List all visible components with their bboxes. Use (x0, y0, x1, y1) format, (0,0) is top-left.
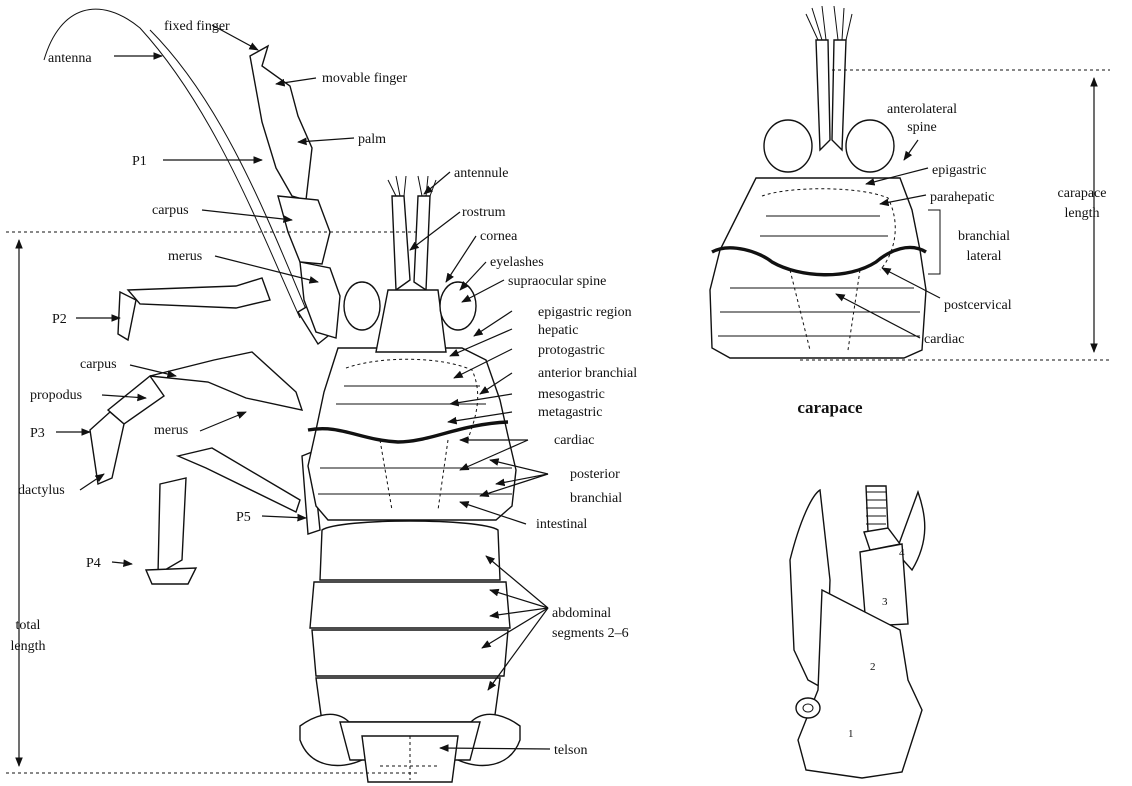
label-mesogastric: mesogastric (538, 387, 605, 402)
label-anterior-branchial: anterior branchial (538, 366, 637, 381)
label-eyelashes: eyelashes (490, 255, 544, 270)
label-metagastric: metagastric (538, 405, 603, 420)
carapace-label-length-1: carapace (1058, 186, 1107, 201)
carapace-drawing (710, 6, 926, 358)
carapace-label-length-2: length (1065, 206, 1100, 221)
carapace-label-postcervical: postcervical (944, 298, 1012, 313)
carapace-label-anterolateral-2: spine (907, 120, 937, 135)
label-merus-p3: merus (154, 423, 188, 438)
label-antennule: antennule (454, 166, 508, 181)
label-abdominal-1: abdominal (552, 606, 611, 621)
label-carpus-p1: carpus (152, 203, 189, 218)
carapace-label-branchial-2: lateral (967, 249, 1002, 264)
antenna-segment-3: 3 (882, 596, 888, 608)
label-p4: P4 (86, 556, 101, 571)
label-palm: palm (358, 132, 386, 147)
label-hepatic: hepatic (538, 323, 578, 338)
label-rostrum: rostrum (462, 205, 506, 220)
label-cornea: cornea (480, 229, 518, 244)
label-dactylus: dactylus (18, 483, 65, 498)
antenna-segment-2: 2 (870, 661, 876, 673)
label-propodus: propodus (30, 388, 82, 403)
label-p3: P3 (30, 426, 45, 441)
label-p2: P2 (52, 312, 67, 327)
label-carpus-p2: carpus (80, 357, 117, 372)
label-p5: P5 (236, 510, 251, 525)
label-abdominal-2: segments 2–6 (552, 626, 629, 641)
label-telson: telson (554, 743, 587, 758)
antenna-segment-4: 4 (899, 547, 905, 559)
label-total-length-1: total (16, 618, 41, 633)
label-total-length-2: length (11, 639, 46, 654)
carapace-label-cardiac: cardiac (924, 332, 964, 347)
label-posterior-branchial-1: posterior (570, 467, 620, 482)
antenna-base-drawing (790, 486, 925, 778)
carapace-label-branchial-1: branchial (958, 229, 1010, 244)
carapace-label-parahepatic: parahepatic (930, 190, 995, 205)
label-protogastric: protogastric (538, 343, 605, 358)
label-intestinal: intestinal (536, 517, 587, 532)
label-posterior-branchial-2: branchial (570, 491, 622, 506)
label-cardiac: cardiac (554, 433, 594, 448)
label-supraocular-spine: supraocular spine (508, 274, 606, 289)
carapace-label-epigastric: epigastric (932, 163, 986, 178)
label-epigastric-region: epigastric region (538, 305, 632, 320)
carapace-label-anterolateral-1: anterolateral (887, 102, 957, 117)
label-fixed-finger: fixed finger (164, 19, 230, 34)
label-p1: P1 (132, 154, 147, 169)
label-merus-p1: merus (168, 249, 202, 264)
carapace-title: carapace (797, 398, 863, 417)
label-movable-finger: movable finger (322, 71, 407, 86)
antenna-segment-1: 1 (848, 728, 854, 740)
label-antenna: antenna (48, 51, 92, 66)
